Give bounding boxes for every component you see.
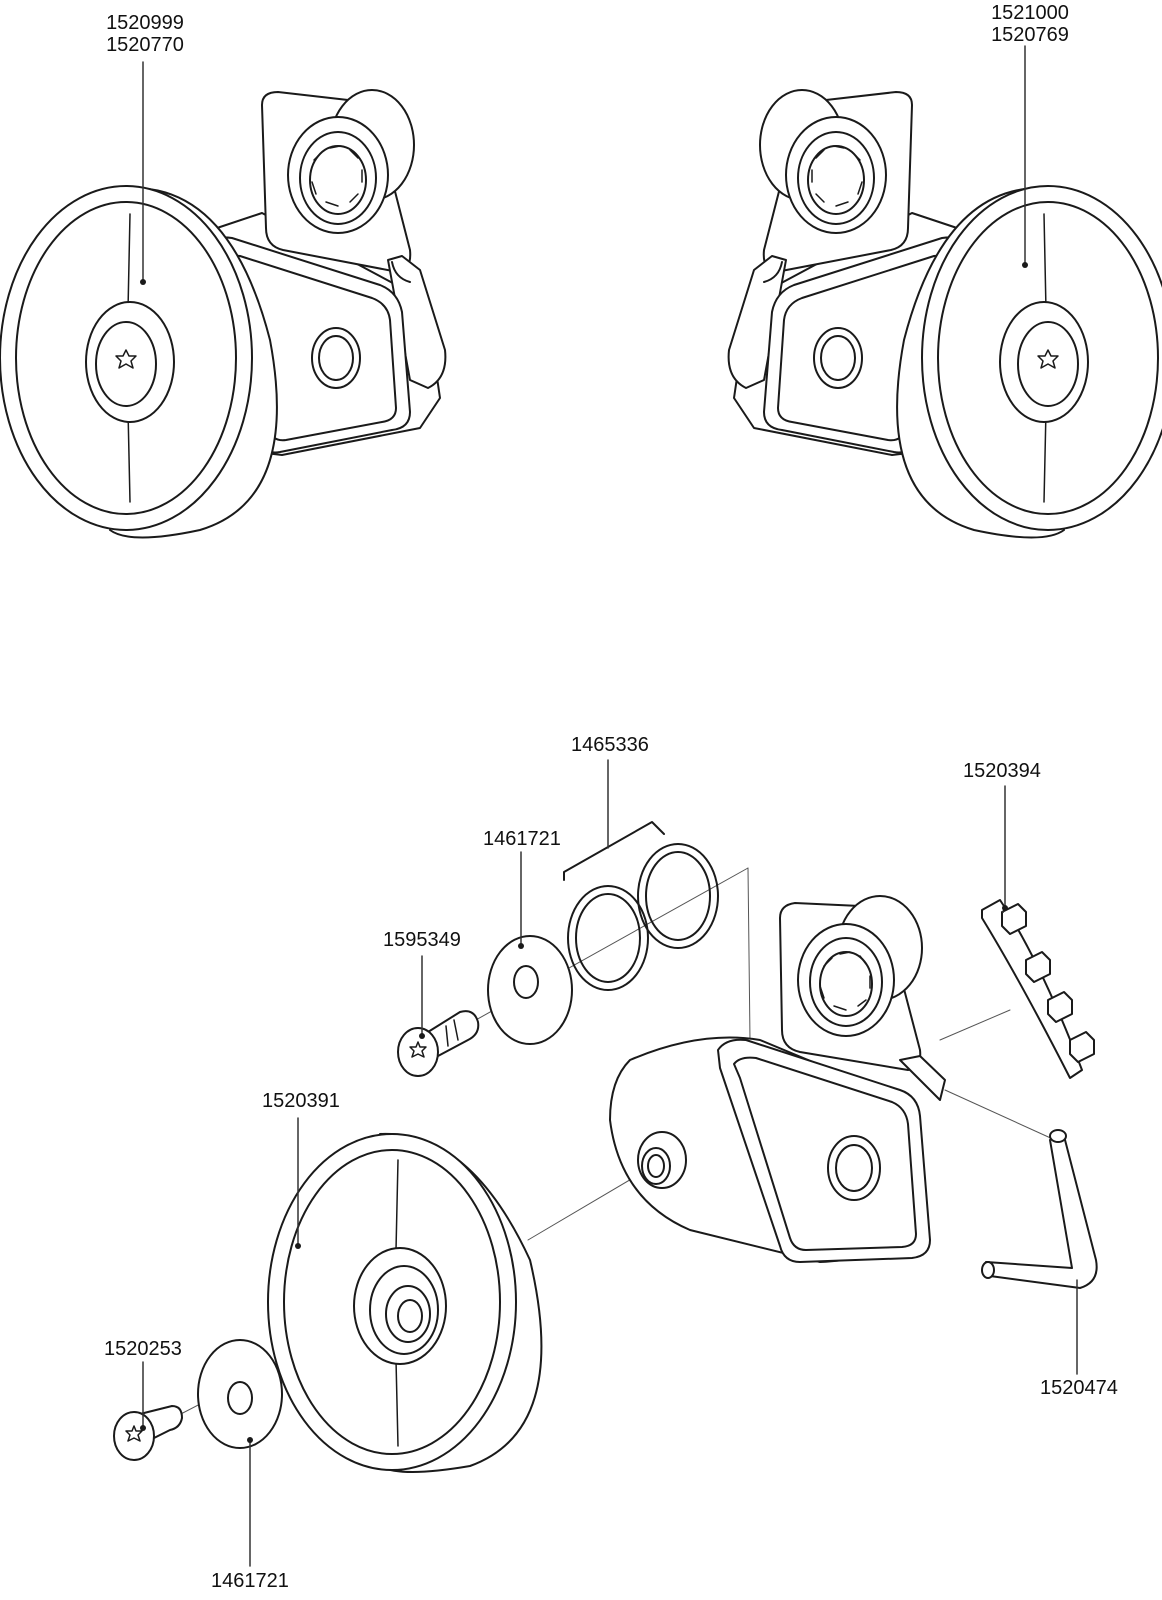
part-number: 1520770 [106, 34, 184, 56]
assembly-right [727, 89, 1162, 539]
ring-1 [567, 885, 649, 991]
part-number: 1520999 [106, 12, 184, 34]
label-assembly-right: 1521000 1520769 [988, 2, 1072, 46]
callout-label: 1461721 [483, 828, 561, 850]
cleat-strip [981, 899, 1095, 1079]
callout-label: 1465336 [571, 734, 649, 756]
ring-2 [637, 843, 719, 949]
assembly-left [0, 61, 447, 539]
callout-label: 1520391 [262, 1090, 340, 1112]
exploded-wheel [267, 1132, 543, 1473]
callout-label: 1520394 [963, 760, 1041, 782]
washer-bottom [197, 1339, 283, 1449]
callout-label: 1461721 [211, 1570, 289, 1592]
housing-body [609, 895, 946, 1263]
bolt-bottom [113, 1405, 183, 1461]
torx-head-icon [115, 349, 137, 369]
callout-leaders [142, 759, 1078, 1567]
label-assembly-left: 1520999 1520770 [103, 12, 187, 56]
part-number: 1521000 [991, 2, 1069, 24]
callout-label: 1520253 [104, 1338, 182, 1360]
bolt-top [397, 1010, 480, 1077]
washer-top [487, 935, 573, 1045]
callout-label: 1520474 [1040, 1377, 1118, 1399]
part-number: 1520769 [991, 24, 1069, 46]
pin-part [981, 1129, 1098, 1289]
callout-label: 1595349 [383, 929, 461, 951]
bracket-1465336 [563, 821, 665, 881]
